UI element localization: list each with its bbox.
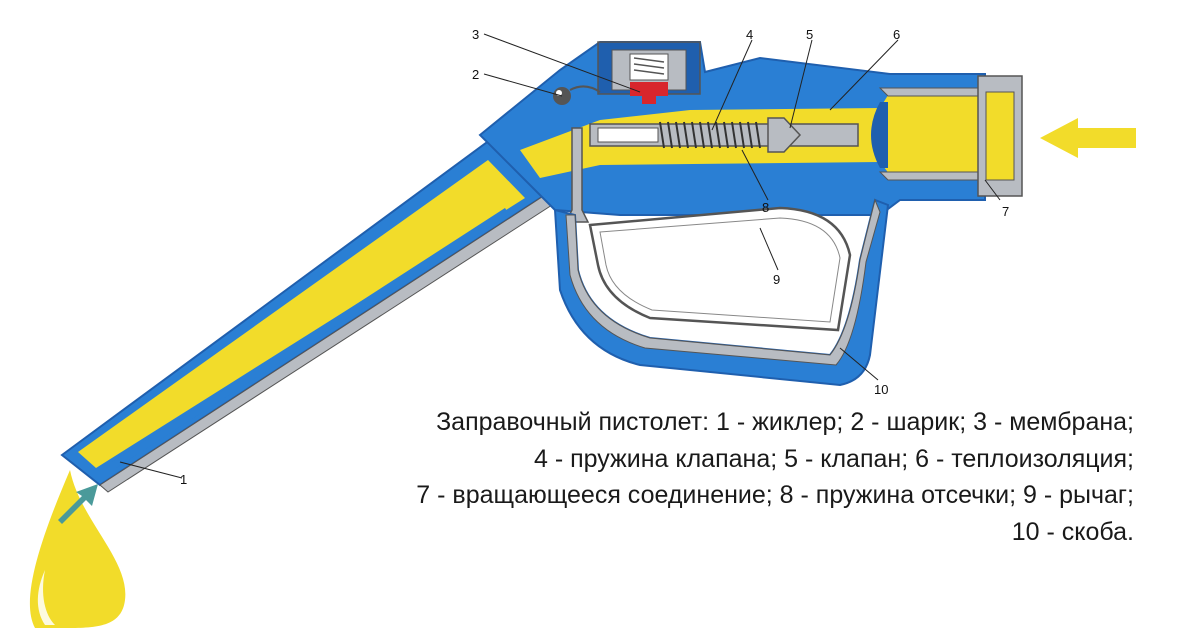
valve-spring xyxy=(659,121,761,149)
lever-pin xyxy=(564,127,590,223)
label-6: 6 xyxy=(893,27,900,42)
label-8: 8 xyxy=(762,200,769,215)
label-9: 9 xyxy=(773,272,780,287)
label-4: 4 xyxy=(746,27,753,42)
fuel-drop xyxy=(29,470,126,628)
fuel-drop-highlight xyxy=(37,570,55,625)
caption-line: 7 - вращающееся соединение; 8 - пружина … xyxy=(416,481,1134,509)
leader-lines xyxy=(119,33,1001,479)
jet-tube xyxy=(112,208,509,468)
label-10: 10 xyxy=(874,382,888,397)
label-5: 5 xyxy=(806,27,813,42)
caption-line: 4 - пружина клапана; 5 - клапан; 6 - теп… xyxy=(533,444,1134,473)
inlet-mesh xyxy=(871,102,888,168)
label-7: 7 xyxy=(1002,204,1009,219)
caption-line: 10 - скоба. xyxy=(1011,517,1134,546)
spout-fuel-channel xyxy=(78,160,525,468)
caption-line: Заправочный пистолет: 1 - жиклер; 2 - ша… xyxy=(436,408,1134,436)
membrane-valve xyxy=(630,82,668,104)
diagram-caption: Заправочный пистолет: 1 - жиклер; 2 - ша… xyxy=(174,404,1134,550)
flow-arrow-inlet xyxy=(1040,118,1136,158)
label-2: 2 xyxy=(472,67,479,82)
membrane-spring-icon xyxy=(633,57,665,75)
valve xyxy=(767,117,802,153)
label-3: 3 xyxy=(472,27,479,42)
flow-arrow-small xyxy=(58,484,98,524)
label-1: 1 xyxy=(180,472,187,487)
